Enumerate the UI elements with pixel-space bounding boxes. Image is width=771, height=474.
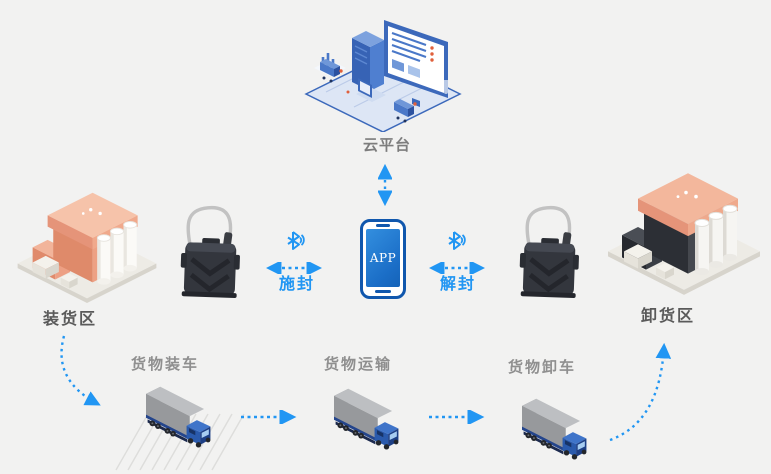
- phone-screen: APP: [366, 229, 400, 287]
- dock-boxes: [624, 244, 674, 280]
- loading-flow-arrow: [60, 335, 101, 406]
- accent-dot: [346, 90, 350, 94]
- truck-transport: [334, 388, 399, 450]
- seal-body: [180, 238, 240, 298]
- cloud-app-arrow: [378, 163, 392, 207]
- truck-loading: [146, 386, 211, 448]
- step-label-unloading: 货物卸车: [507, 358, 576, 376]
- unseal-action-label: 解封: [439, 274, 476, 293]
- loading-area-label: 装货区: [42, 309, 97, 328]
- silos: [694, 204, 738, 276]
- cloud-platform-label: 云平台: [362, 136, 411, 154]
- eseal-device-left: [180, 206, 240, 298]
- app-phone: APP: [360, 219, 406, 299]
- unloading-flow-arrow: [609, 342, 672, 442]
- seal-link-arrow: [265, 262, 323, 274]
- bluetooth-icon: [287, 231, 305, 250]
- bluetooth-icon: [448, 231, 466, 250]
- flow-arrow-2: [429, 410, 485, 424]
- app-label: APP: [369, 251, 397, 265]
- unloading-area-label: 卸货区: [640, 306, 695, 325]
- cloud-platform-illustration: [304, 20, 462, 132]
- server-tower: [352, 31, 384, 91]
- step-label-transport: 货物运输: [323, 355, 392, 373]
- pole: [444, 80, 448, 92]
- mini-truck-right: [394, 99, 417, 123]
- dashboard-monitor: [384, 20, 448, 107]
- mini-truck-left: [320, 59, 343, 83]
- loading-area-building: [17, 192, 157, 304]
- phone-homebar: [375, 290, 391, 293]
- laptop: [356, 78, 386, 102]
- dock-boxes: [32, 255, 78, 289]
- seal-action-label: 施封: [278, 274, 315, 293]
- truck-unloading: [522, 398, 587, 460]
- eseal-device-right: [519, 206, 579, 298]
- seal-body: [519, 238, 579, 298]
- unloading-area-building: [608, 173, 760, 295]
- flow-arrow-1: [241, 410, 297, 424]
- phone-notch: [376, 224, 390, 227]
- silos: [96, 221, 138, 285]
- unseal-link-arrow: [428, 262, 486, 274]
- step-label-loading: 货物装车: [130, 355, 199, 373]
